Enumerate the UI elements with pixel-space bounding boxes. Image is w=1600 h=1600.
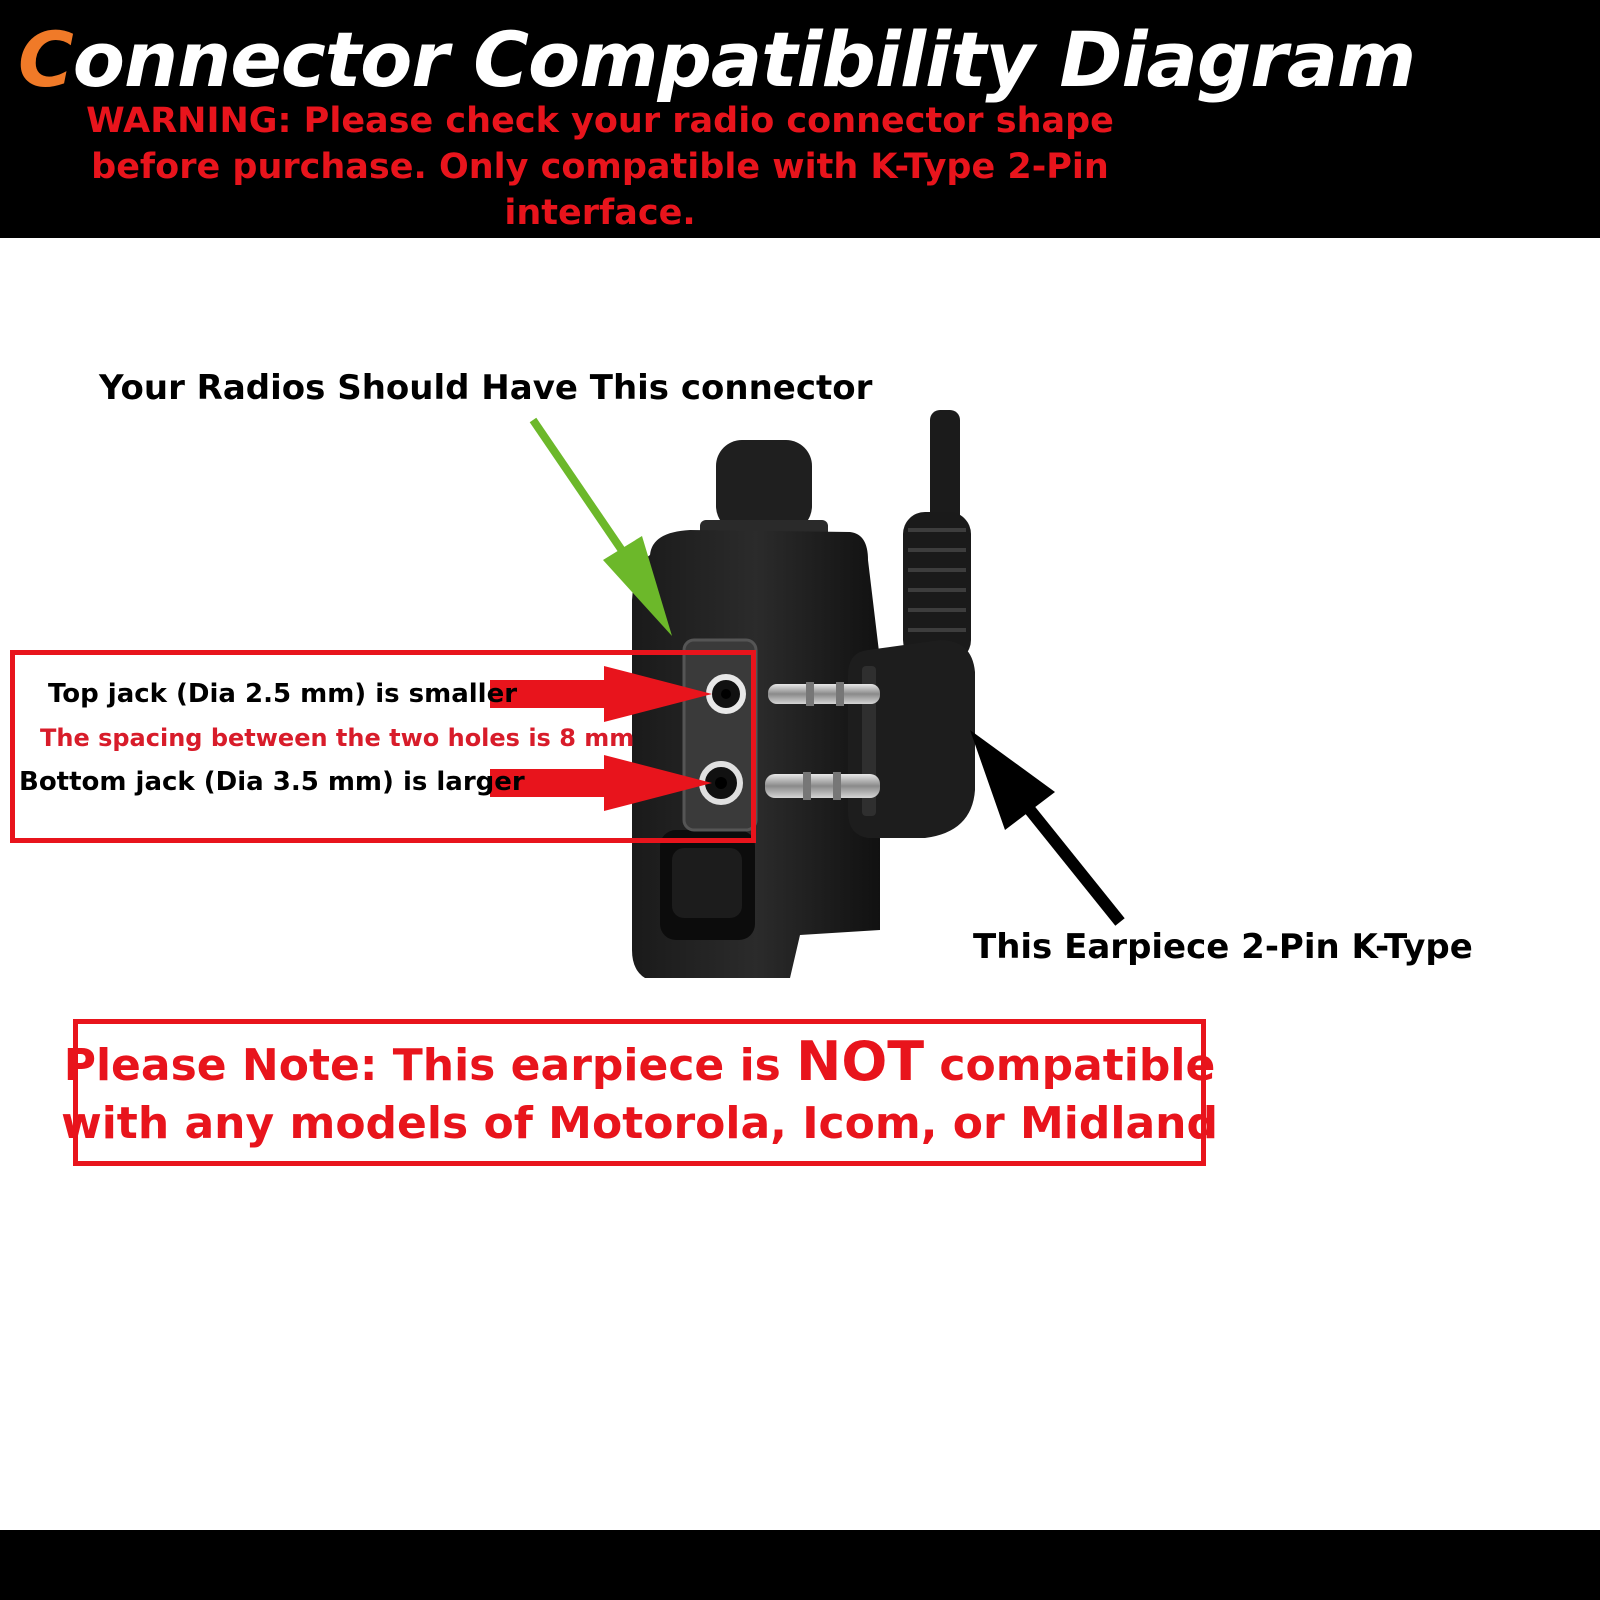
warning-text: WARNING: Please check your radio connect… — [86, 101, 1114, 233]
earpiece-cable — [930, 410, 960, 530]
earpiece-plug-illustration — [765, 410, 975, 838]
earpiece-type-label: This Earpiece 2-Pin K-Type — [973, 927, 1473, 967]
note-line-1-end: compatible — [924, 1039, 1216, 1091]
header-banner: Connector Compatibility Diagram WARNING:… — [0, 0, 1600, 238]
note-line-1: Please Note: This earpiece is NOT compat… — [63, 1029, 1216, 1095]
bottom-jack-label: Bottom jack (Dia 3.5 mm) is larger — [19, 767, 525, 797]
green-arrow — [529, 417, 672, 636]
note-line-2: with any models of Motorola, Icom, or Mi… — [61, 1097, 1218, 1149]
jack-spec-box — [10, 650, 756, 843]
note-line-1-start: Please Note: This earpiece is — [63, 1039, 797, 1091]
radio-knob — [716, 440, 812, 532]
bottom-pin — [765, 774, 880, 798]
title-rest: onnector Compatibility Diagram — [72, 15, 1416, 104]
compatibility-note: Please Note: This earpiece is NOT compat… — [61, 1019, 1218, 1166]
spacing-label: The spacing between the two holes is 8 m… — [40, 724, 635, 752]
note-emphasis: NOT — [796, 1029, 925, 1093]
red-arrow-top — [490, 666, 712, 722]
title-first-letter: C — [18, 15, 74, 104]
top-pin — [768, 684, 880, 704]
footer-bar — [0, 1530, 1600, 1600]
page-title: Connector Compatibility Diagram — [18, 10, 1416, 110]
radio-connector-label: Your Radios Should Have This connector — [99, 368, 873, 408]
radio-illustration — [632, 440, 880, 978]
top-jack-label: Top jack (Dia 2.5 mm) is smaller — [48, 679, 518, 709]
black-arrow — [970, 730, 1125, 926]
red-arrow-bottom — [490, 755, 712, 811]
